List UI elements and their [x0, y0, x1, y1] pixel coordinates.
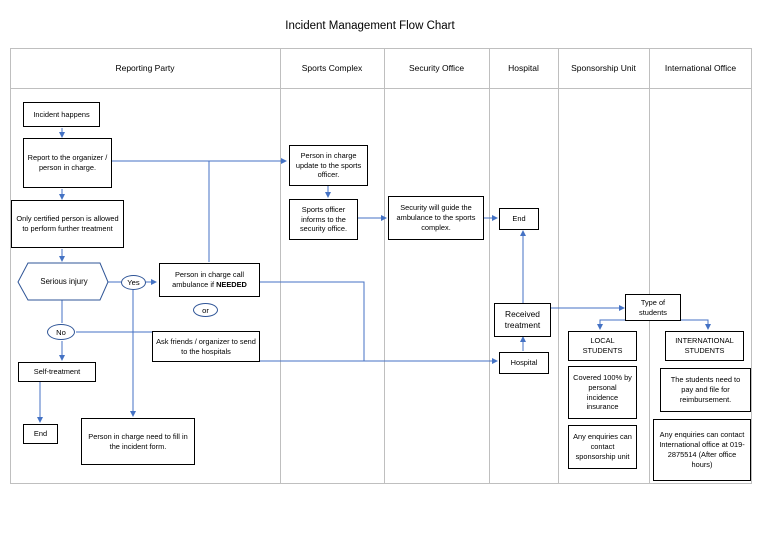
serious-injury-label: Serious injury — [40, 277, 88, 286]
ask-friends-box: Ask friends / organizer to send to the h… — [152, 331, 260, 362]
lane-header-reporting-party: Reporting Party — [115, 63, 175, 73]
end-hospital-box: End — [499, 208, 539, 230]
call-ambulance-text: Person in charge call ambulance if — [172, 270, 245, 289]
connector-call-hospital — [260, 281, 365, 361]
lane-divider — [489, 48, 490, 484]
hospital-box: Hospital — [499, 352, 549, 374]
lane-header-security-office: Security Office — [408, 63, 465, 73]
update-officer-box: Person in charge update to the sports of… — [289, 145, 368, 186]
page-title: Incident Management Flow Chart — [285, 20, 455, 32]
local-students-box: LOCAL STUDENTS — [568, 331, 637, 361]
type-of-students-box: Type of students — [625, 294, 681, 321]
incident-form-box: Person in charge need to fill in the inc… — [81, 418, 195, 465]
certified-person-box: Only certified person is allowed to perf… — [11, 200, 124, 248]
lane-divider — [558, 48, 559, 484]
needed-emphasis: NEEDED — [216, 280, 247, 289]
lane-divider — [649, 48, 650, 484]
end-left-box: End — [23, 424, 58, 444]
incident-happens-box: Incident happens — [23, 102, 100, 127]
lane-header-international-office: International Office — [664, 63, 737, 73]
lane-header-hospital: Hospital — [508, 63, 539, 73]
lane-divider — [280, 48, 281, 484]
serious-injury-hexagon — [17, 262, 109, 301]
call-ambulance-box: Person in charge call ambulance if NEEDE… — [159, 263, 260, 297]
covered-insurance-box: Covered 100% by personal incidence insur… — [568, 366, 637, 419]
international-students-box: INTERNATIONAL STUDENTS — [665, 331, 744, 361]
header-divider — [10, 88, 752, 89]
swimlane-frame — [10, 48, 752, 484]
officer-informs-box: Sports officer informs to the security o… — [289, 199, 358, 240]
or-connector: or — [193, 303, 218, 317]
security-guide-box: Security will guide the ambulance to the… — [388, 196, 484, 240]
report-organizer-box: Report to the organizer / person in char… — [23, 138, 112, 188]
connector-type-local — [597, 319, 634, 330]
intl-enquiries-box: Any enquiries can contact International … — [653, 419, 751, 481]
yes-decision: Yes — [121, 275, 146, 290]
lane-header-sports-complex: Sports Complex — [301, 63, 363, 73]
received-treatment-box: Received treatment — [494, 303, 551, 337]
local-enquiries-box: Any enquiries can contact sponsorship un… — [568, 425, 637, 469]
intl-pay-box: The students need to pay and file for re… — [660, 368, 751, 412]
self-treatment-box: Self-treatment — [18, 362, 96, 382]
lane-divider — [384, 48, 385, 484]
lane-header-sponsorship-unit: Sponsorship Unit — [571, 63, 636, 73]
no-decision: No — [47, 324, 75, 340]
connector-type-international — [672, 319, 711, 330]
